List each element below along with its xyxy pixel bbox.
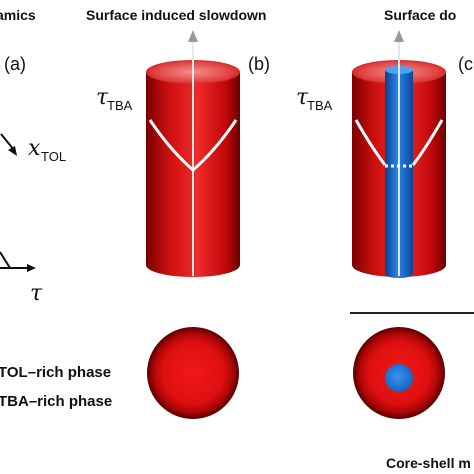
tau-horizontal-arrow [0,251,36,272]
core-disc [385,364,413,392]
tau-tba-label-c: τ TBA [296,85,333,113]
left-section-title: amics [0,7,36,23]
right-section-title: Surface do [384,7,456,23]
tau-subscript-c: TBA [307,98,333,113]
panel-label-b: (b) [248,54,270,74]
tau-axis-label: τ [30,281,43,306]
cylinder-b [146,30,240,277]
cylinder-c [352,30,446,278]
x-subscript: TOL [41,149,66,164]
tba-rich-phase-label: TBA–rich phase [0,393,112,410]
tau-symbol-c: τ [296,85,309,110]
tol-rich-phase-label: TOL–rich phase [0,364,111,381]
tau-tba-label-b: τ TBA [96,85,133,113]
tau-subscript: TBA [107,98,133,113]
disc-c [353,327,445,419]
panel-label-c: (c [458,54,473,74]
bottom-caption: Core-shell m [386,455,471,471]
x-tol-axis-label: x TOL [28,136,66,164]
disc-b [147,327,239,419]
x-tol-arrow [0,133,17,156]
middle-section-title: Surface induced slowdown [86,7,266,23]
x-symbol: x [28,136,41,161]
tau-symbol: τ [96,85,109,110]
panel-label-a: (a) [4,54,26,74]
